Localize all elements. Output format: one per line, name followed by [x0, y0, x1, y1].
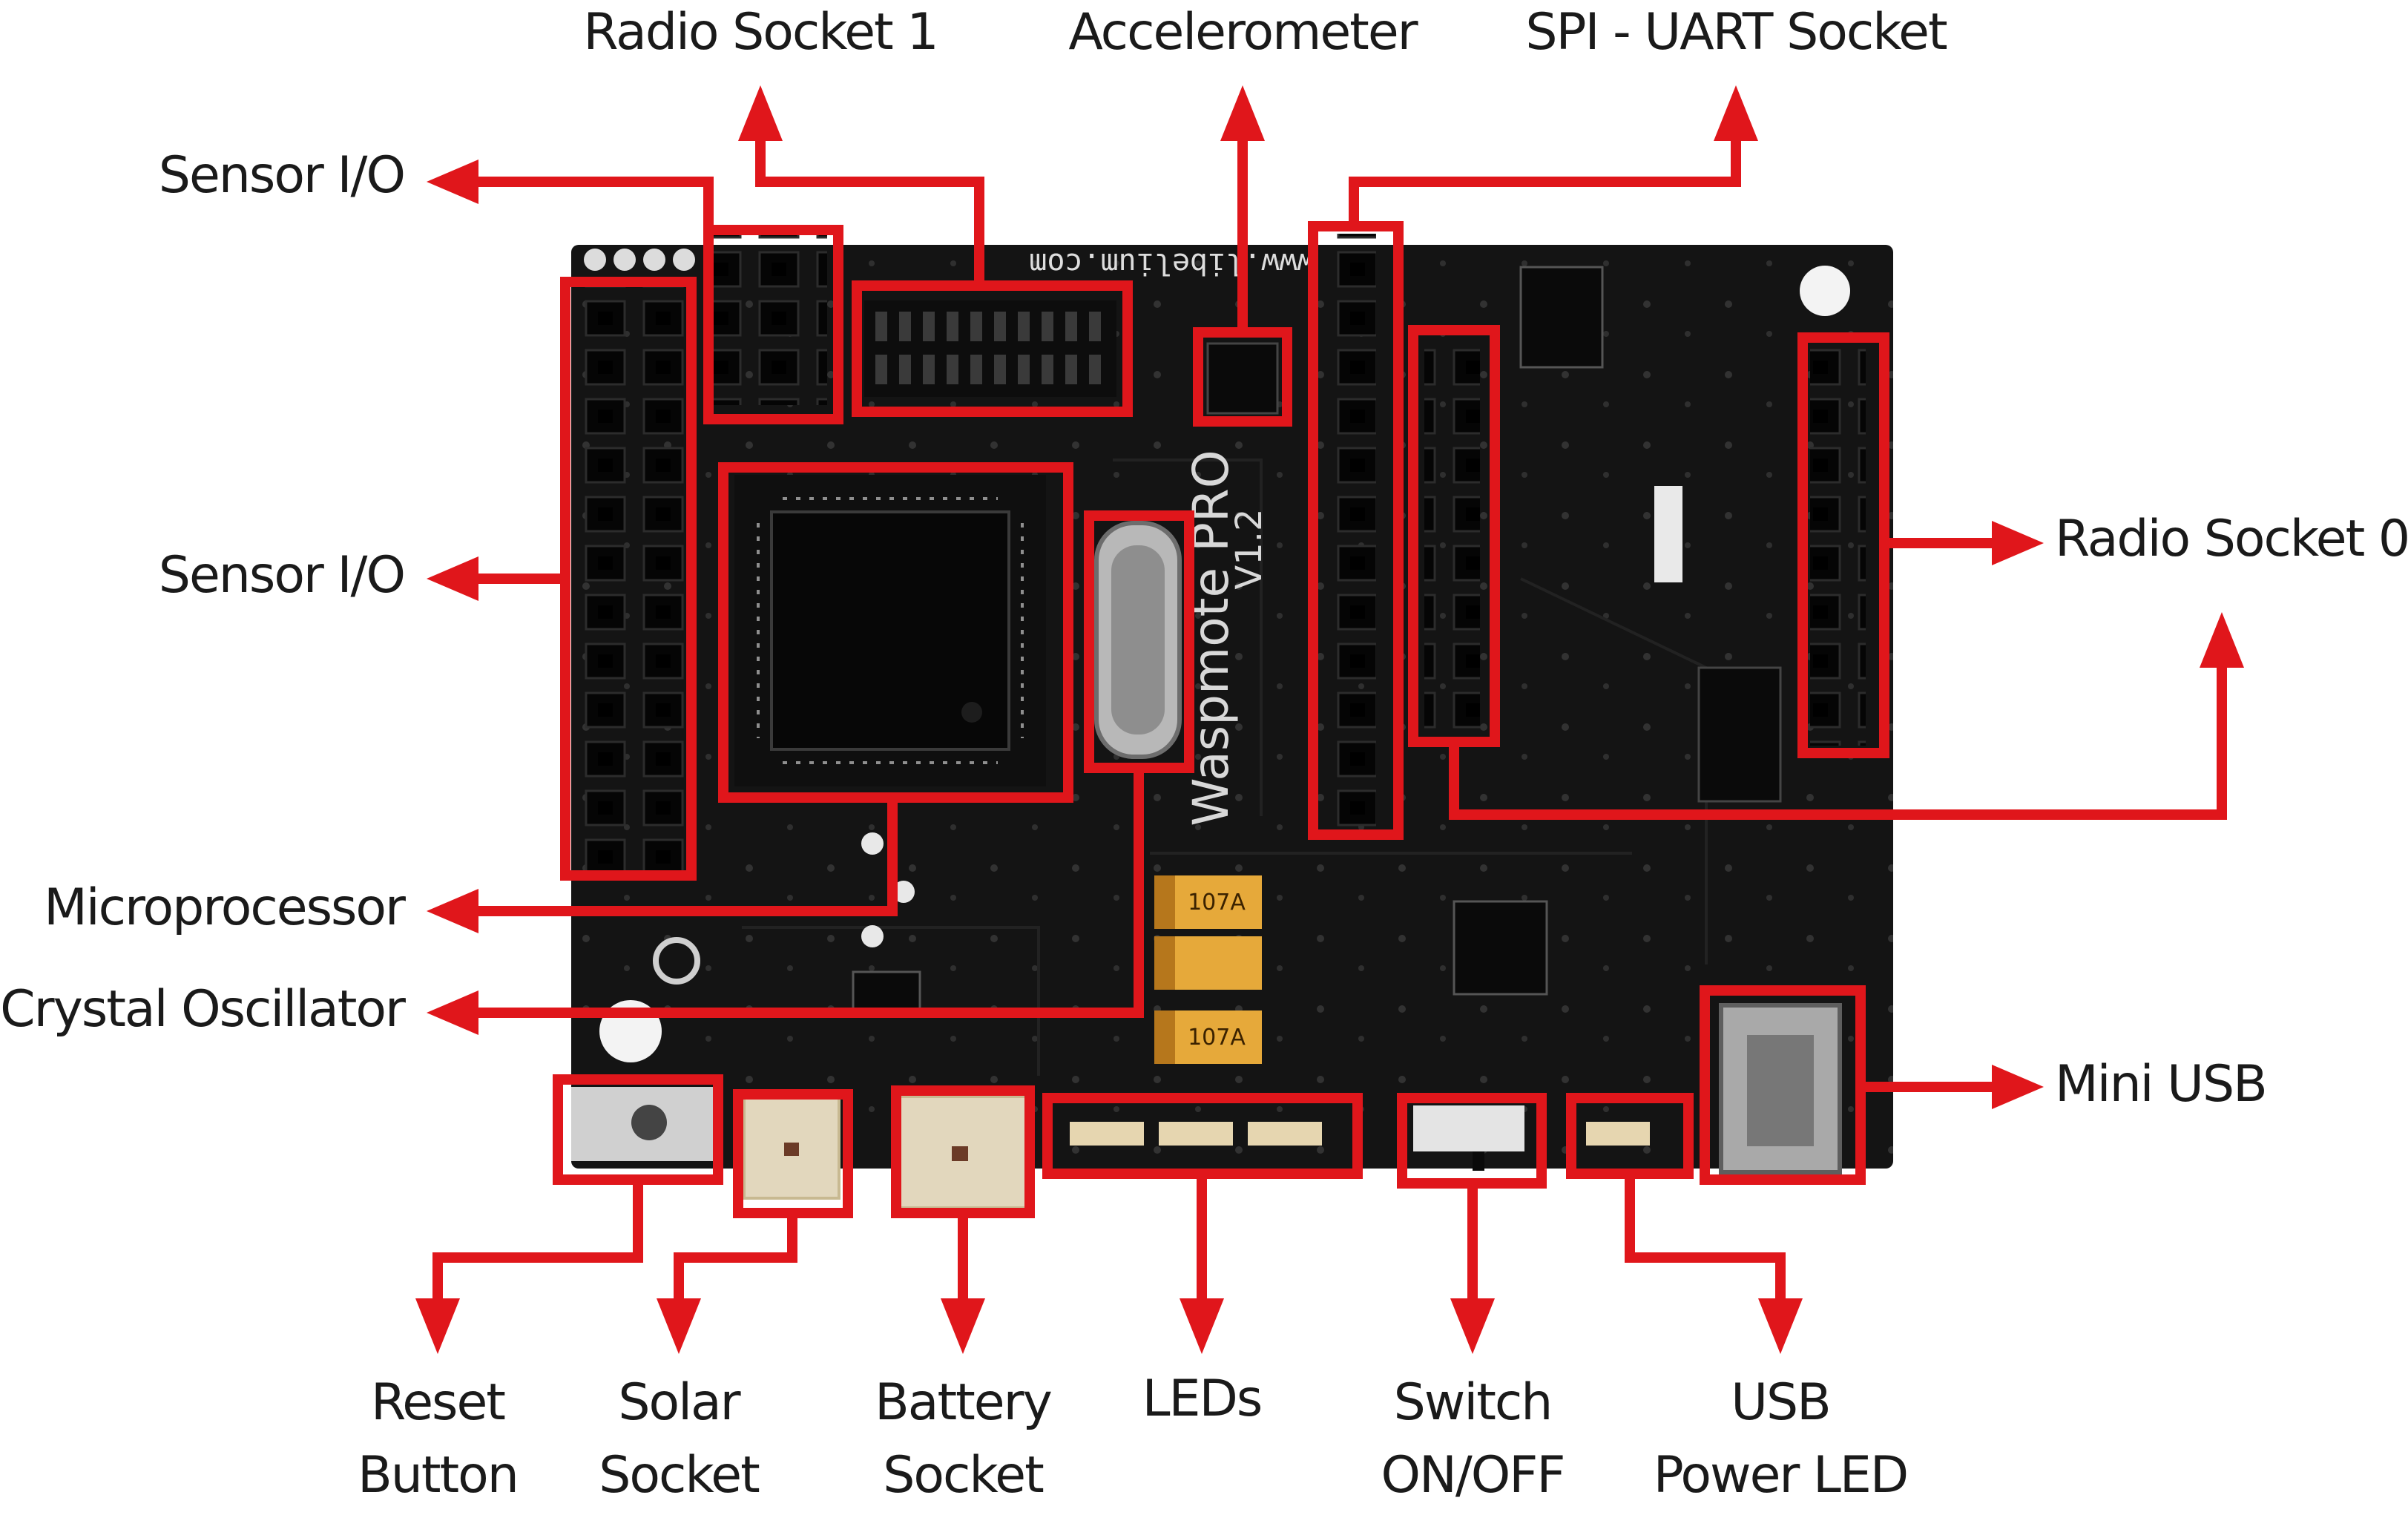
- label-line: Button: [358, 1446, 519, 1505]
- arrow-down-icon: [415, 1298, 460, 1354]
- tantalum-capacitors: 107A 107A: [1154, 875, 1262, 1064]
- arrow-left-icon: [427, 556, 478, 601]
- board-url-text: www.libelium.com: [1029, 246, 1315, 280]
- board-version-text: V1.2: [1228, 508, 1270, 589]
- label-line: Socket: [883, 1446, 1045, 1505]
- arrow-up-icon: [1220, 85, 1265, 141]
- arrow-right-icon: [1992, 1065, 2044, 1109]
- pcb-board: www.libelium.com Waspmote PRO V1.2: [571, 230, 1893, 1209]
- sensor-io-small-header: [708, 230, 827, 405]
- accelerometer-chip: [1206, 342, 1279, 415]
- arrow-left-icon: [427, 160, 478, 204]
- arrow-up-icon: [2200, 612, 2244, 668]
- capacitor-marking: 107A: [1188, 1025, 1246, 1051]
- callout-arrowheads: [415, 85, 2244, 1354]
- switch-component: [1413, 1105, 1524, 1151]
- label-line: Switch: [1393, 1373, 1553, 1432]
- sensor-io-header: [571, 283, 690, 872]
- label-line: Power LED: [1653, 1446, 1909, 1505]
- label-line: Reset: [371, 1373, 506, 1432]
- mounting-hole-icon: [653, 937, 700, 985]
- label-line: Battery: [875, 1373, 1053, 1432]
- radio-socket-0-inner-header: [1424, 341, 1480, 731]
- label-leds: LEDs: [1142, 1370, 1263, 1428]
- label-usb-power-led: USB Power LED: [1632, 1367, 1929, 1512]
- label-solar-socket: Solar Socket: [568, 1367, 790, 1512]
- arrow-up-icon: [1714, 85, 1758, 141]
- label-radio-socket-1: Radio Socket 1: [583, 3, 938, 62]
- arrow-down-icon: [1758, 1298, 1803, 1354]
- label-crystal-oscillator: Crystal Oscillator: [0, 980, 406, 1039]
- label-line: ON/OFF: [1381, 1446, 1565, 1505]
- arrow-up-icon: [738, 85, 783, 141]
- capacitor-marking: 107A: [1188, 890, 1246, 916]
- label-spi-uart-socket: SPI - UART Socket: [1525, 3, 1947, 62]
- label-accelerometer: Accelerometer: [1068, 3, 1418, 62]
- label-radio-socket-0: Radio Socket 0: [2055, 510, 2408, 568]
- label-line: Solar: [618, 1373, 740, 1432]
- label-line: USB: [1731, 1373, 1832, 1432]
- label-reset-button: Reset Button: [312, 1367, 564, 1512]
- label-mini-usb: Mini USB: [2055, 1055, 2268, 1114]
- arrow-left-icon: [427, 990, 478, 1035]
- label-battery-socket: Battery Socket: [829, 1367, 1096, 1512]
- label-sensor-io-top: Sensor I/O: [158, 146, 406, 205]
- arrow-down-icon: [1180, 1298, 1224, 1354]
- label-sensor-io-mid: Sensor I/O: [158, 546, 406, 605]
- mounting-hole-icon: [1800, 266, 1850, 316]
- arrow-down-icon: [1450, 1298, 1495, 1354]
- spi-uart-header: [1320, 234, 1376, 835]
- label-microprocessor: Microprocessor: [44, 878, 406, 937]
- label-switch: Switch ON/OFF: [1343, 1367, 1602, 1512]
- arrow-right-icon: [1992, 521, 2044, 565]
- arrow-down-icon: [657, 1298, 701, 1354]
- callout-lines: [432, 137, 2227, 1302]
- arrow-down-icon: [941, 1298, 985, 1354]
- arrow-left-icon: [427, 889, 478, 933]
- radio-socket-0-outer-header: [1810, 345, 1866, 746]
- label-line: Socket: [599, 1446, 760, 1505]
